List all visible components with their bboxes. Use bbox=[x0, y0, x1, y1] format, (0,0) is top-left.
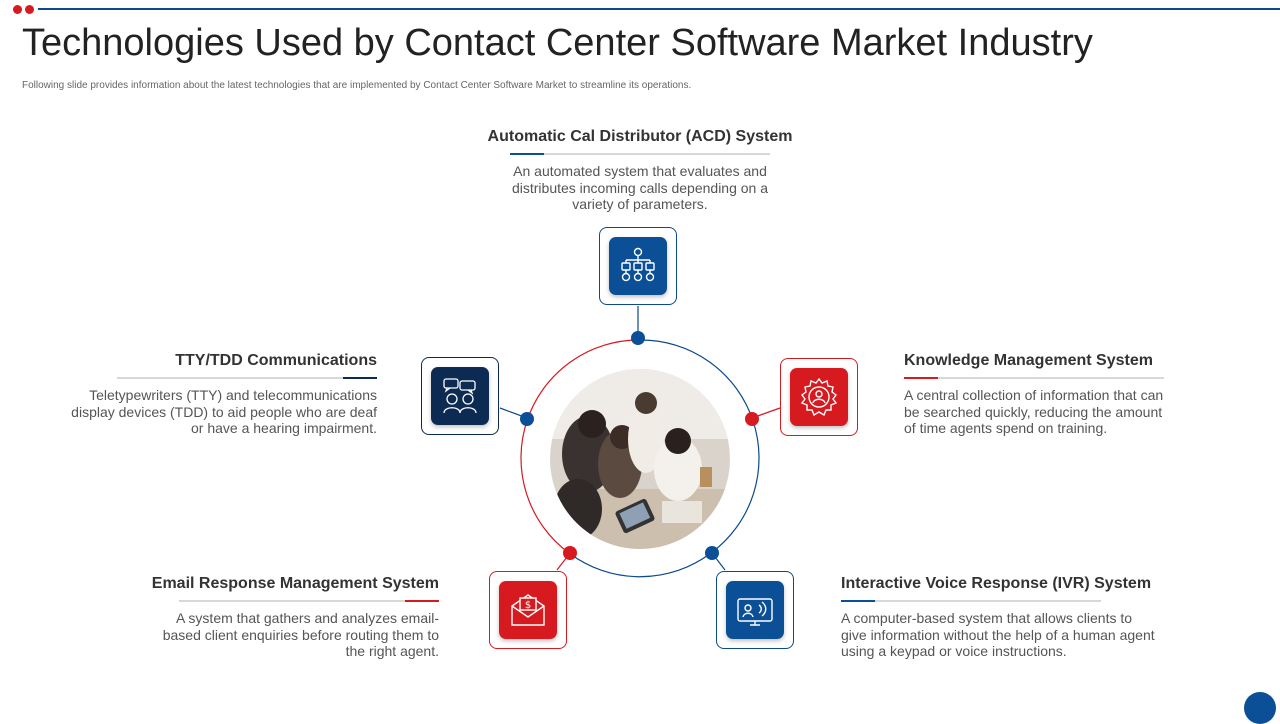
erms-description: A system that gathers and analyzes email… bbox=[162, 610, 439, 659]
acd-icon-frame bbox=[599, 227, 677, 305]
gear-person-icon bbox=[800, 377, 838, 417]
page-subtitle: Following slide provides information abo… bbox=[22, 80, 692, 91]
kms-underline bbox=[904, 377, 1164, 379]
corner-decor-circle bbox=[1244, 692, 1276, 724]
acd-description: An automated system that evaluates and d… bbox=[511, 163, 769, 212]
erms-icon-frame: $ bbox=[489, 571, 567, 649]
ivr-title: Interactive Voice Response (IVR) System bbox=[841, 575, 1152, 592]
kms-block: Knowledge Management System A central co… bbox=[904, 352, 1174, 437]
node-tty bbox=[520, 412, 534, 426]
erms-underline bbox=[179, 600, 439, 602]
kms-description: A central collection of information that… bbox=[904, 387, 1164, 436]
page-title: Technologies Used by Contact Center Soft… bbox=[22, 22, 1093, 64]
team-meeting-photo bbox=[550, 369, 730, 549]
acd-icon-tile bbox=[609, 237, 667, 295]
decor-dot-left bbox=[13, 5, 22, 14]
node-ivr bbox=[705, 546, 719, 560]
acd-block: Automatic Cal Distributor (ACD) System A… bbox=[440, 128, 840, 213]
call-distribution-hierarchy-icon bbox=[621, 247, 655, 282]
tty-block: TTY/TDD Communications Teletypewriters (… bbox=[60, 352, 377, 437]
svg-text:$: $ bbox=[525, 600, 531, 611]
hub-arc-bottom bbox=[568, 552, 712, 578]
kms-title: Knowledge Management System bbox=[904, 352, 1153, 369]
tty-description: Teletypewriters (TTY) and telecommunicat… bbox=[71, 387, 377, 436]
ivr-icon-frame bbox=[716, 571, 794, 649]
tty-icon-frame bbox=[421, 357, 499, 435]
erms-icon-tile: $ bbox=[499, 581, 557, 639]
ivr-block: Interactive Voice Response (IVR) System … bbox=[841, 575, 1171, 660]
node-acd bbox=[631, 331, 645, 345]
ivr-description: A computer-based system that allows clie… bbox=[841, 610, 1155, 659]
erms-block: Email Response Management System A syste… bbox=[109, 575, 439, 660]
tty-title: TTY/TDD Communications bbox=[175, 352, 377, 369]
tty-underline bbox=[117, 377, 377, 379]
top-rule bbox=[38, 8, 1280, 10]
kms-icon-frame bbox=[780, 358, 858, 436]
ivr-icon-tile bbox=[726, 581, 784, 639]
acd-title: Automatic Cal Distributor (ACD) System bbox=[487, 128, 793, 145]
dollar-envelope-icon: $ bbox=[511, 594, 545, 626]
people-chat-icon bbox=[443, 378, 477, 414]
tty-icon-tile bbox=[431, 367, 489, 425]
erms-title: Email Response Management System bbox=[151, 575, 439, 592]
decor-dot-right bbox=[25, 5, 34, 14]
voice-monitor-icon bbox=[737, 598, 773, 626]
ivr-underline bbox=[841, 600, 1101, 602]
acd-underline bbox=[510, 153, 770, 155]
kms-icon-tile bbox=[790, 368, 848, 426]
node-erms bbox=[563, 546, 577, 560]
node-kms bbox=[745, 412, 759, 426]
